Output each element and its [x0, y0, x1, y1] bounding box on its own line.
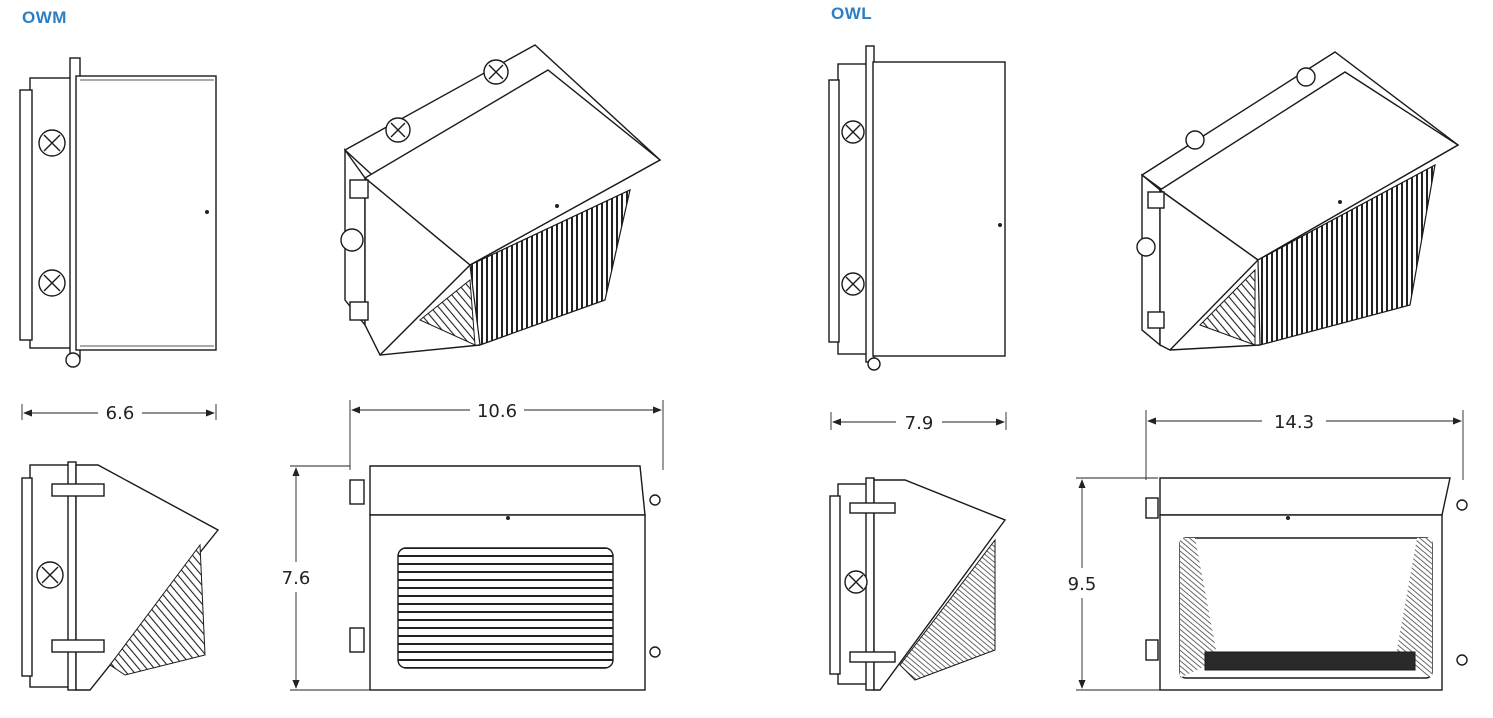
owm-width-label: 10.6	[477, 401, 517, 422]
owl-front-view: 14.3 9.5	[1068, 410, 1468, 691]
owm-height-label: 7.6	[282, 568, 311, 589]
owm-side-view-top	[19, 57, 217, 368]
owm-depth-label: 6.6	[106, 403, 135, 424]
owm-isometric-view	[340, 44, 662, 357]
owm-side-view-bottom	[21, 461, 220, 691]
owl-model-title: OWL	[831, 4, 873, 23]
owl-height-label: 9.5	[1068, 574, 1097, 595]
owl-depth-dimension: 7.9	[830, 412, 1007, 434]
owl-isometric-view	[1136, 51, 1460, 351]
owl-side-view-top	[828, 45, 1006, 371]
owm-model-title: OWM	[22, 8, 67, 27]
owl-side-view-bottom	[829, 477, 1007, 691]
owl-depth-label: 7.9	[905, 413, 934, 434]
owl-width-label: 14.3	[1274, 412, 1314, 433]
owm-front-view: 10.6 7.6	[282, 400, 664, 691]
owm-depth-dimension: 6.6	[21, 403, 217, 424]
